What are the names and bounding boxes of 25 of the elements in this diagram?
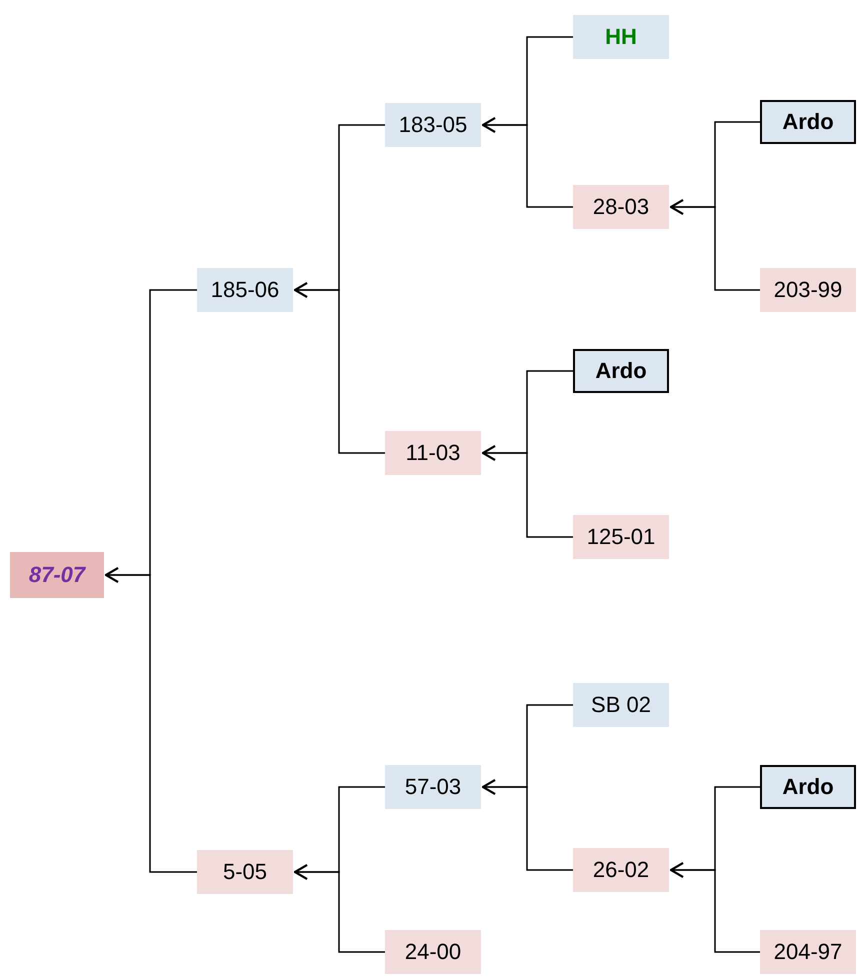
name-box: SB 02 xyxy=(573,683,669,727)
name-box: 125-01 xyxy=(573,515,669,559)
name-box: 183-05 xyxy=(385,103,481,147)
name-box: 26-02 xyxy=(573,848,669,892)
name-box: HH xyxy=(573,15,669,59)
name-box: 57-03 xyxy=(385,765,481,809)
name-box: Ardo xyxy=(760,100,856,144)
name-box: 203-99 xyxy=(760,268,856,312)
arrow xyxy=(670,199,760,291)
arrow xyxy=(294,282,385,454)
arrow xyxy=(105,567,197,873)
name-box: 185-06 xyxy=(197,268,293,312)
name-box: Ardo xyxy=(573,349,669,393)
arrow xyxy=(670,862,760,953)
name-box: 87-07 xyxy=(10,552,104,598)
arrow xyxy=(482,779,573,871)
name-box: 11-03 xyxy=(385,431,481,475)
arrow xyxy=(482,445,573,538)
name-box: 28-03 xyxy=(573,185,669,229)
arrow xyxy=(294,864,385,953)
name-box: 204-97 xyxy=(760,930,856,974)
arrow xyxy=(482,117,573,208)
name-box: 5-05 xyxy=(197,850,293,894)
name-box: Ardo xyxy=(760,765,856,809)
name-box: 24-00 xyxy=(385,930,481,974)
